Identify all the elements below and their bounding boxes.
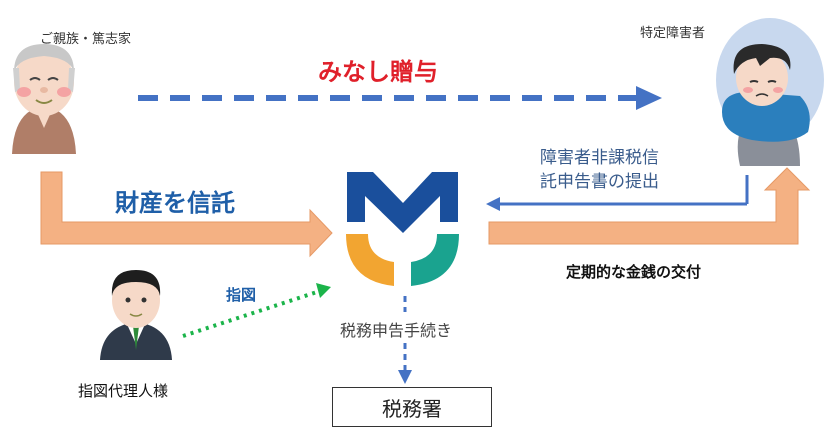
trust-bank-logo-icon: [346, 172, 459, 286]
instruction-label: 指図: [226, 286, 257, 304]
declaration-label: 障害者非課税信 託申告書の提出: [540, 146, 659, 194]
deemed-gift-arrow: [138, 86, 662, 110]
beneficiary-label: 特定障害者: [640, 26, 706, 41]
businessman-icon: [100, 270, 172, 360]
tax-procedure-arrow: [398, 296, 412, 384]
donor-label: ご親族・篤志家: [40, 32, 132, 47]
entrust-property-label: 財産を信託: [115, 189, 235, 217]
periodic-payment-label: 定期的な金銭の交付: [566, 263, 702, 281]
entrust-property-arrow: [40, 171, 333, 258]
periodic-payment-arrow: [488, 167, 811, 245]
declaration-line1: 障害者非課税信: [540, 148, 659, 168]
agent-label: 指図代理人様: [78, 382, 169, 400]
tax-office-box: 税務署: [332, 387, 492, 427]
elderly-man-icon: [12, 44, 76, 154]
instruction-arrow: [182, 283, 331, 338]
deemed-gift-label: みなし贈与: [318, 58, 438, 86]
declaration-line2: 託申告書の提出: [540, 172, 659, 192]
sad-person-icon: [716, 18, 824, 166]
tax-procedure-label: 税務申告手続き: [340, 321, 453, 340]
declaration-arrow: [486, 175, 749, 211]
